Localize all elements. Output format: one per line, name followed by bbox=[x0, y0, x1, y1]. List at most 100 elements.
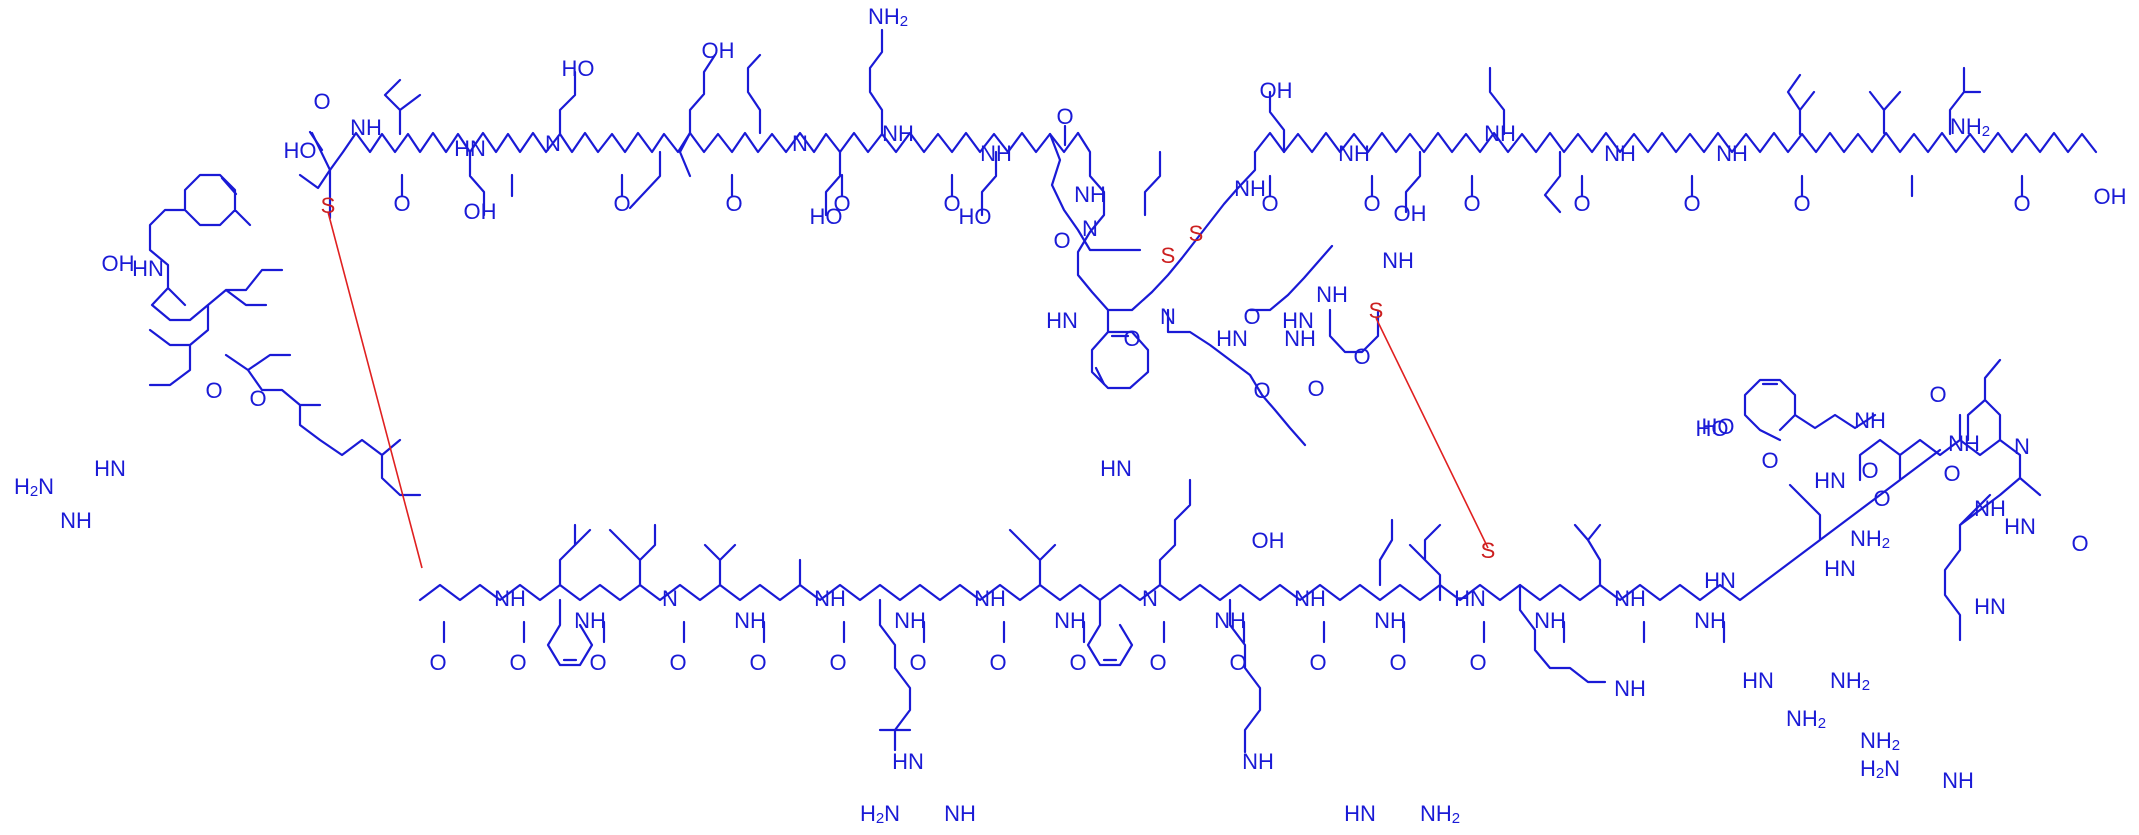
atom-label: NH bbox=[1382, 248, 1414, 273]
atom-label: O bbox=[1307, 376, 1324, 401]
atom-label: NH bbox=[974, 586, 1006, 611]
atom-label: NH2 bbox=[1786, 706, 1826, 732]
atom-label: NH bbox=[1054, 608, 1086, 633]
atom-label: O bbox=[1229, 650, 1246, 675]
atom-label: O bbox=[1309, 650, 1326, 675]
atom-label: N bbox=[545, 131, 561, 156]
atom-label: NH bbox=[814, 586, 846, 611]
atom-label: O bbox=[1861, 458, 1878, 483]
atom-label: HO bbox=[284, 138, 317, 163]
atom-label: O bbox=[2071, 531, 2088, 556]
atom-label: O bbox=[1056, 104, 1073, 129]
atom-label: N bbox=[2014, 434, 2030, 459]
backbone-top-left bbox=[298, 131, 1080, 190]
sidechains-top bbox=[328, 28, 1982, 252]
backbone-top-right bbox=[1253, 131, 2098, 154]
atom-label: H2N bbox=[1860, 756, 1900, 782]
atom-label: NH bbox=[1534, 608, 1566, 633]
atom-label: O bbox=[833, 191, 850, 216]
atom-label: S bbox=[1161, 243, 1176, 268]
atom-label: O bbox=[1793, 191, 1810, 216]
atom-label: HN bbox=[454, 136, 486, 161]
atom-label: S bbox=[1369, 298, 1384, 323]
atom-label: OH bbox=[2094, 184, 2127, 209]
atom-label: O bbox=[1873, 486, 1890, 511]
atom-label: NH2 bbox=[1830, 668, 1870, 694]
atom-label: O bbox=[725, 191, 742, 216]
atom-label: NH bbox=[1074, 182, 1106, 207]
backbone-bottom bbox=[418, 583, 1762, 602]
atom-label: S bbox=[1189, 221, 1204, 246]
atom-label: NH bbox=[1284, 326, 1316, 351]
atom-label: HN bbox=[1216, 326, 1248, 351]
atom-label: HN bbox=[892, 749, 924, 774]
atom-label: O bbox=[1761, 448, 1778, 473]
atom-label: O bbox=[1683, 191, 1700, 216]
atom-label: NH bbox=[1948, 431, 1980, 456]
atom-label: O bbox=[1253, 378, 1270, 403]
atom-label: NH2 bbox=[1860, 728, 1900, 754]
atom-label: HN bbox=[2004, 514, 2036, 539]
atom-label: NH bbox=[734, 608, 766, 633]
atom-label: OH bbox=[702, 38, 735, 63]
atom-label: O bbox=[989, 650, 1006, 675]
atom-label: S bbox=[321, 193, 336, 218]
atom-label: NH bbox=[494, 586, 526, 611]
atom-label: NH bbox=[1484, 121, 1516, 146]
atom-label: O bbox=[429, 650, 446, 675]
atom-label: N bbox=[1142, 586, 1158, 611]
atom-label: OH bbox=[1252, 528, 1285, 553]
atom-label: O bbox=[1053, 228, 1070, 253]
atom-label: NH bbox=[1942, 768, 1974, 793]
atom-label: NH2 bbox=[1850, 526, 1890, 552]
atom-label: NH bbox=[1214, 608, 1246, 633]
atom-label: H2N bbox=[14, 474, 54, 500]
atom-label: HO bbox=[562, 56, 595, 81]
atom-label: HN bbox=[1742, 668, 1774, 693]
atom-label: O bbox=[613, 191, 630, 216]
disulfide-bridge-left bbox=[327, 211, 423, 569]
atom-label: O bbox=[2013, 191, 2030, 216]
atom-label: HO bbox=[1696, 416, 1729, 441]
atom-label: NH bbox=[1234, 176, 1266, 201]
atom-label: N bbox=[1160, 304, 1176, 329]
atom-label: O bbox=[1123, 326, 1140, 351]
atom-label: O bbox=[1463, 191, 1480, 216]
atom-label: O bbox=[1069, 650, 1086, 675]
atom-label: S bbox=[1481, 538, 1496, 563]
atom-label: O bbox=[1943, 461, 1960, 486]
right-residue-bonds bbox=[1743, 358, 2042, 642]
atom-label: OH bbox=[1394, 201, 1427, 226]
atom-label: O bbox=[1243, 304, 1260, 329]
atom-label: NH bbox=[980, 141, 1012, 166]
disulfide-bridges bbox=[327, 211, 1489, 569]
atom-label: NH bbox=[1242, 749, 1274, 774]
atom-label: O bbox=[829, 650, 846, 675]
atom-label: NH bbox=[60, 508, 92, 533]
atom-label: O bbox=[1469, 650, 1486, 675]
left-residue-bonds bbox=[148, 173, 422, 497]
atom-label: HN bbox=[1282, 308, 1314, 333]
atom-label: NH bbox=[1374, 608, 1406, 633]
atom-label: O bbox=[509, 650, 526, 675]
atom-label: O bbox=[589, 650, 606, 675]
atom-label: O bbox=[205, 378, 222, 403]
atom-label: NH bbox=[1338, 141, 1370, 166]
atom-label: HN bbox=[1824, 556, 1856, 581]
atom-label: NH2 bbox=[1950, 114, 1990, 140]
atom-label: N bbox=[662, 586, 678, 611]
atom-label: N bbox=[792, 131, 808, 156]
atom-label: NH bbox=[1316, 282, 1348, 307]
atom-label: O bbox=[909, 650, 926, 675]
central-ring-bonds bbox=[1076, 131, 1380, 447]
atom-label: O bbox=[749, 650, 766, 675]
atom-label: HO bbox=[1702, 414, 1735, 439]
atom-label: HN bbox=[1814, 468, 1846, 493]
atom-label: HN bbox=[1454, 586, 1486, 611]
atom-label: O bbox=[1261, 191, 1278, 216]
atom-label: O bbox=[1363, 191, 1380, 216]
atom-label: O bbox=[943, 191, 960, 216]
atom-label: O bbox=[1353, 344, 1370, 369]
atom-label: NH bbox=[1716, 141, 1748, 166]
atom-label: OH bbox=[464, 199, 497, 224]
